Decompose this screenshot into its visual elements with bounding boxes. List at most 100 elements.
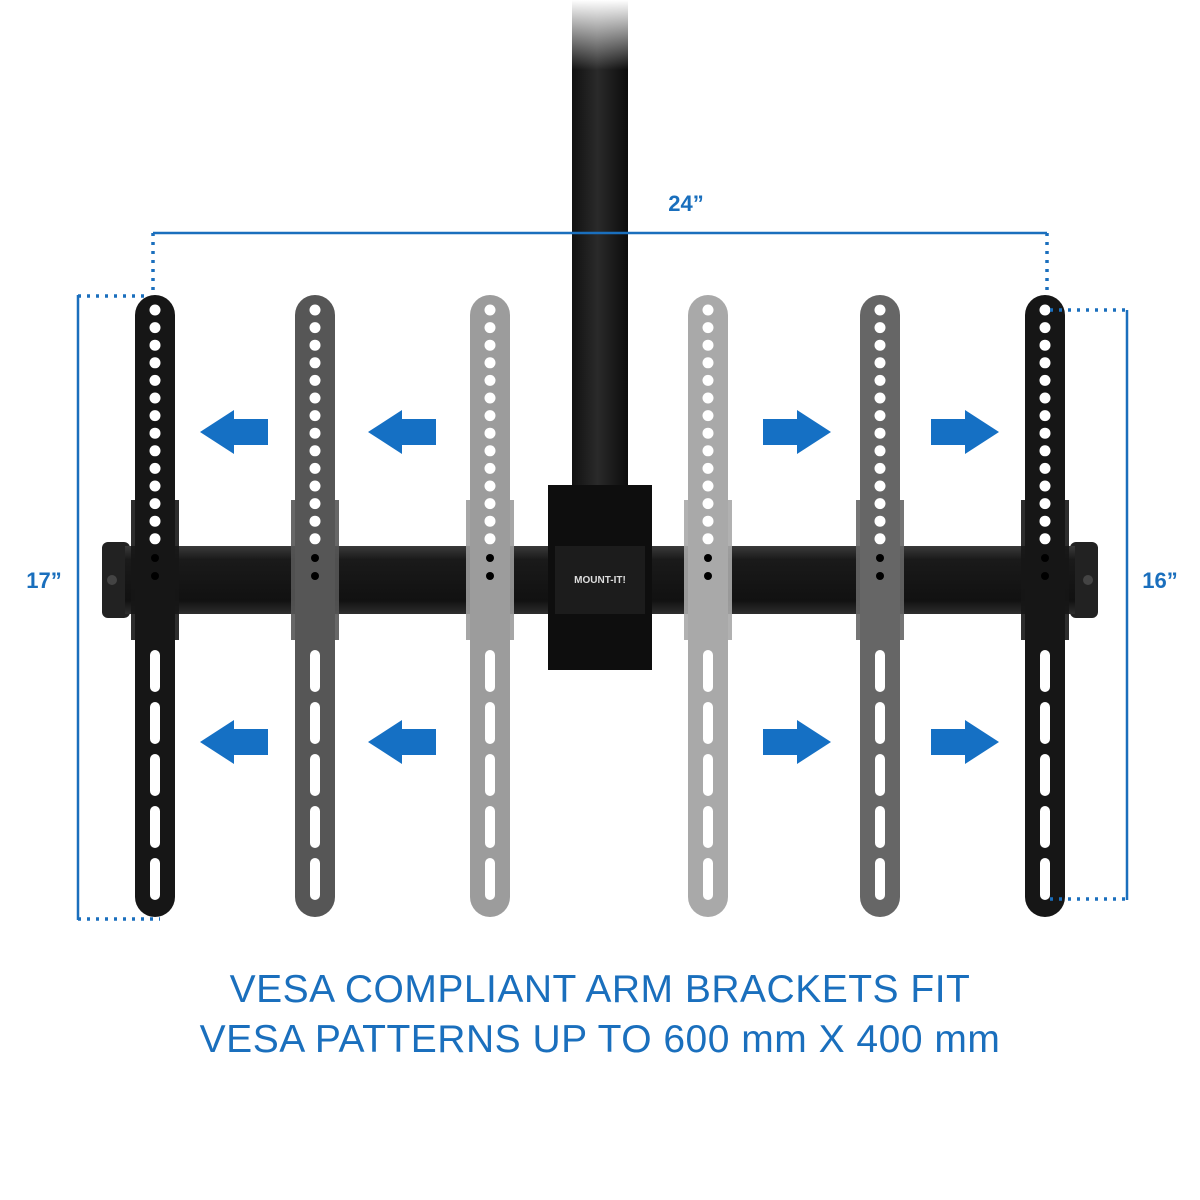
mount-hole [702,392,714,404]
mount-hole [1039,498,1051,510]
mount-slot [310,650,320,692]
mount-slot [703,702,713,744]
mount-hole [702,427,714,439]
arrow-right-icon [763,410,831,454]
mount-hole [149,410,161,422]
mount-slot [1040,806,1050,848]
mount-slot [485,702,495,744]
mount-hole [149,533,161,545]
mount-hole [874,480,886,492]
mount-hole [309,304,321,316]
mount-slot [875,702,885,744]
mount-slot [485,858,495,900]
mount-hole [1039,374,1051,386]
mount-hole [874,304,886,316]
mount-hole [149,498,161,510]
mount-hole [702,322,714,334]
mount-hole [874,515,886,527]
mount-hole [309,427,321,439]
mount-hole [702,498,714,510]
mount-hole [484,480,496,492]
left-height-dimension-label: 17” [26,568,61,593]
mount-hole [874,462,886,474]
center-clamp: MOUNT-IT! [548,485,652,670]
mount-hole [702,462,714,474]
mount-hole [1039,480,1051,492]
mount-hole [309,445,321,457]
mount-slot [485,650,495,692]
mount-hole [484,304,496,316]
mount-hole [702,515,714,527]
mount-hole [1039,322,1051,334]
dimension-lines [76,231,1129,921]
arrow-left-icon [200,720,268,764]
arrow-left-icon [200,410,268,454]
mount-hole [309,392,321,404]
mount-hole [484,445,496,457]
mount-slot [875,754,885,796]
width-dimension-label: 24” [668,191,703,216]
mount-hole [484,374,496,386]
mount-hole [874,392,886,404]
arm-bracket [1021,295,1069,917]
mount-slot [703,858,713,900]
mount-slot [150,754,160,796]
mount-hole [702,357,714,369]
mount-hole [1039,427,1051,439]
mount-slot [1040,702,1050,744]
mount-hole [484,498,496,510]
mount-hole [309,322,321,334]
mount-hole [149,480,161,492]
mount-hole [149,304,161,316]
mount-hole [484,392,496,404]
arrow-right-icon [931,720,999,764]
arrow-left-icon [368,410,436,454]
mount-hole [484,410,496,422]
mount-hole [1039,515,1051,527]
mount-hole [484,427,496,439]
mount-hole [484,533,496,545]
mount-hole [149,322,161,334]
mount-hole [484,357,496,369]
mount-hole [149,374,161,386]
mount-hole [484,322,496,334]
mount-hole [309,462,321,474]
mount-hole [702,533,714,545]
mount-slot [875,650,885,692]
mount-hole [309,357,321,369]
mount-hole [309,339,321,351]
mount-hole [149,427,161,439]
mount-hole [702,339,714,351]
mount-hole [702,480,714,492]
mount-hole [874,374,886,386]
mount-hole [702,304,714,316]
mount-hole [309,498,321,510]
mount-hole [484,515,496,527]
mount-slot [150,858,160,900]
mount-slot [875,806,885,848]
mount-hole [1039,410,1051,422]
mount-hole [149,445,161,457]
mount-hole [1039,392,1051,404]
mount-slot [485,806,495,848]
mount-hole [309,374,321,386]
arrow-left-icon [368,720,436,764]
arm-bracket [466,295,514,917]
arm-bracket [131,295,179,917]
mount-slot [703,650,713,692]
right-height-dimension-label: 16” [1142,568,1177,593]
mount-hole [874,339,886,351]
mount-hole [309,533,321,545]
caption-line-1: VESA COMPLIANT ARM BRACKETS FIT [229,968,971,1011]
brand-logo: MOUNT-IT! [574,575,626,586]
mount-hole [309,480,321,492]
mount-hole [309,515,321,527]
mount-hole [1039,533,1051,545]
mount-hole [874,498,886,510]
mount-hole [484,339,496,351]
mount-slot [310,754,320,796]
arm-bracket [856,295,904,917]
arrow-right-icon [931,410,999,454]
mount-slot [703,806,713,848]
